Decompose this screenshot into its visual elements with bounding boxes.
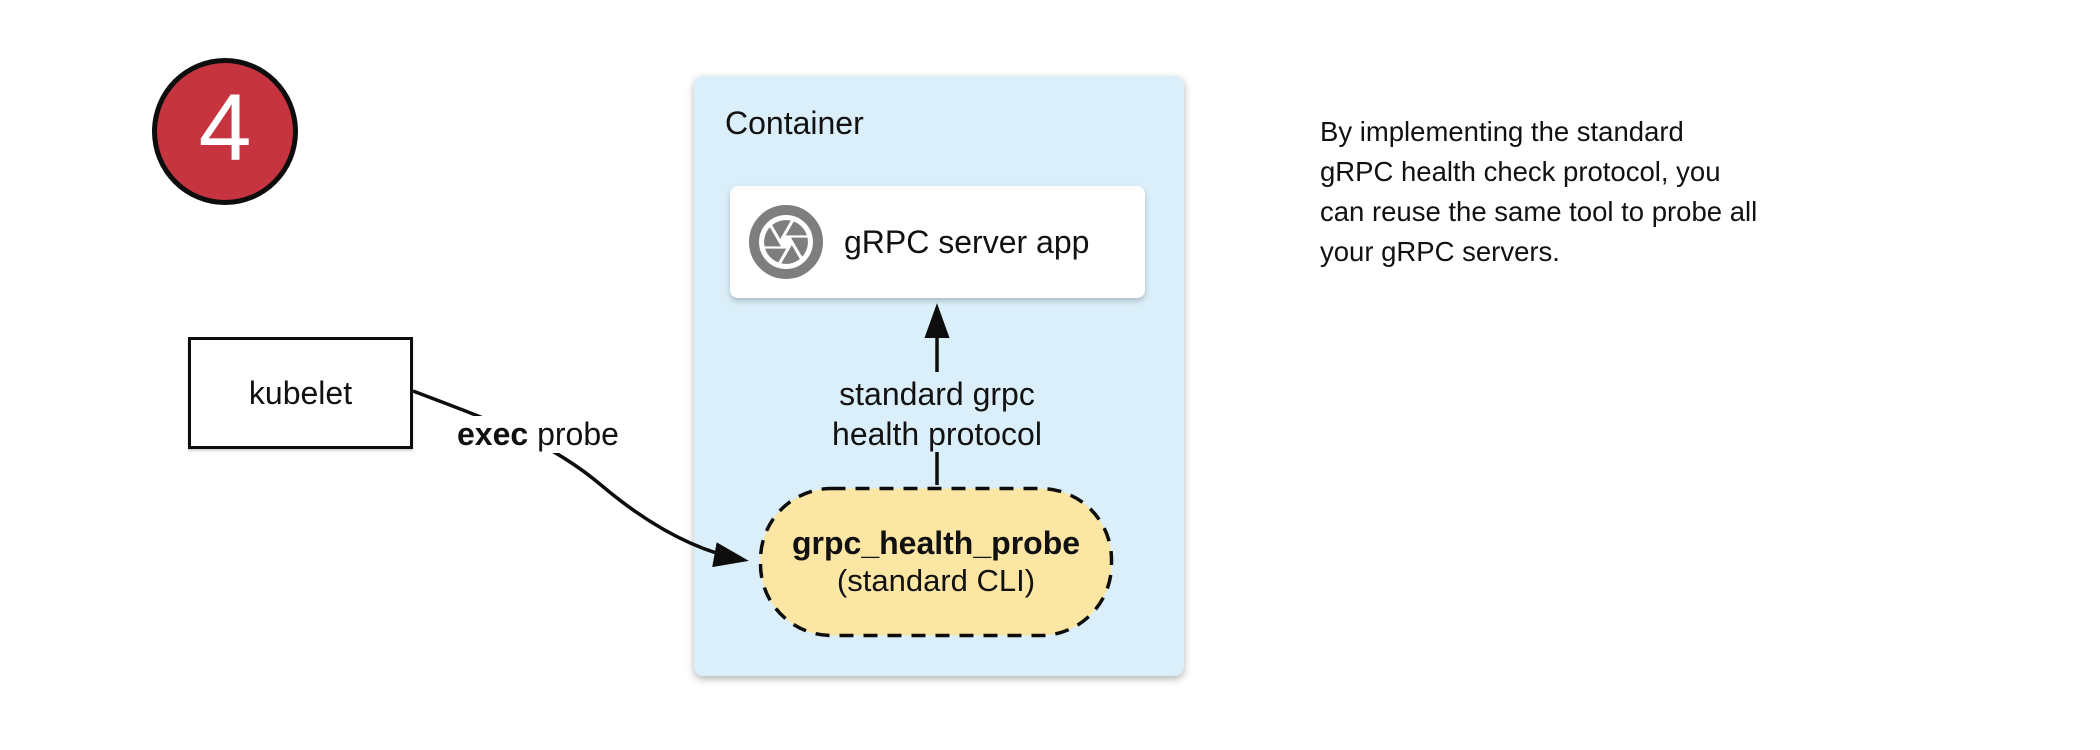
container-title: Container [725,105,864,141]
note-line: gRPC health check protocol, you [1320,156,1721,187]
aperture-icon [749,205,823,279]
protocol-label-line1: standard grpc [839,376,1035,412]
grpc-server-app-box: gRPC server app [730,186,1145,298]
step-badge: 4 [152,58,298,205]
probe-pill-subtitle: (standard CLI) [836,563,1036,598]
probe-pill-title: grpc_health_probe [791,525,1081,561]
grpc-health-probe-pill: grpc_health_probe (standard CLI) [758,486,1114,638]
exec-probe-label-bold: exec [457,416,529,452]
grpc-server-app-label: gRPC server app [844,223,1090,260]
exec-probe-label: exec probe [454,416,622,453]
step-number: 4 [198,75,252,181]
kubelet-label: kubelet [248,374,353,411]
exec-probe-label-rest: probe [528,416,619,452]
note-paragraph: By implementing the standard gRPC health… [1320,112,1880,272]
pill-dashed-border [758,486,1114,638]
protocol-arrow-label: standard grpc health protocol [787,374,1087,454]
note-line: By implementing the standard [1320,116,1684,147]
kubelet-box: kubelet [188,337,413,449]
note-line: can reuse the same tool to probe all [1320,196,1758,227]
note-line: your gRPC servers. [1320,236,1560,267]
protocol-label-line2: health protocol [832,416,1042,452]
